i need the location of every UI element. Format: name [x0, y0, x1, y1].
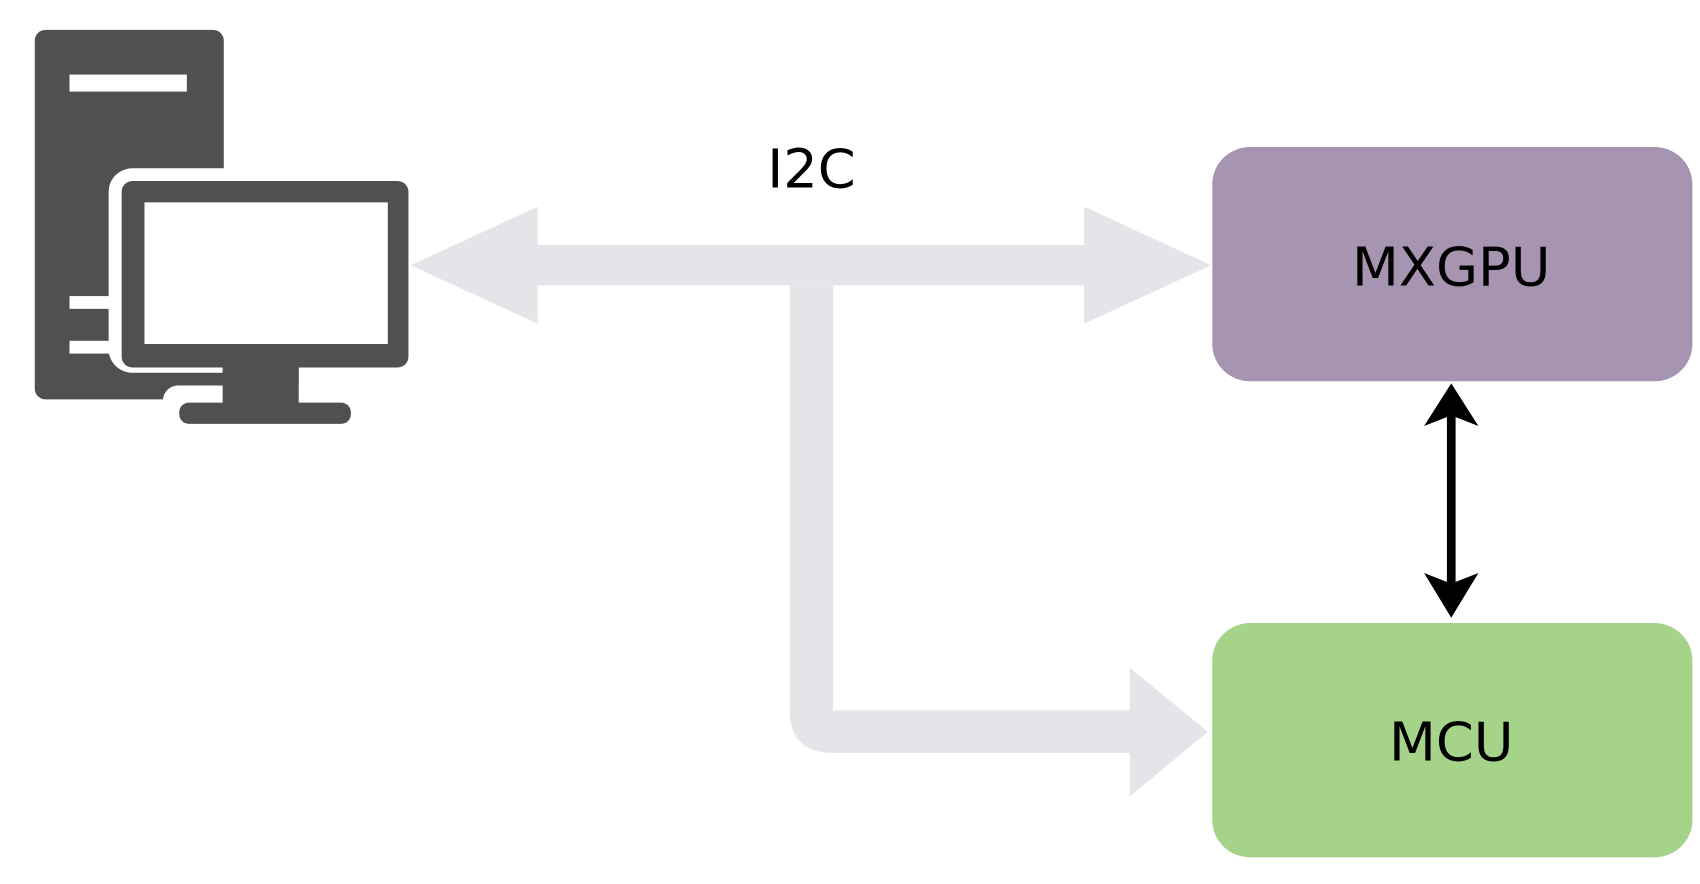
i2c-bus — [410, 206, 1212, 797]
mxgpu-node: MXGPU — [1212, 146, 1693, 382]
mcu-label: MCU — [1389, 711, 1514, 773]
mxgpu-label: MXGPU — [1352, 236, 1551, 298]
bus-double-arrow — [410, 206, 1212, 324]
bus-branch-arrow — [789, 285, 1208, 797]
gpu-mcu-link-arrow — [1424, 383, 1479, 618]
bus-label: I2C — [767, 138, 855, 200]
computer-icon — [34, 29, 413, 431]
mcu-node: MCU — [1212, 623, 1693, 858]
